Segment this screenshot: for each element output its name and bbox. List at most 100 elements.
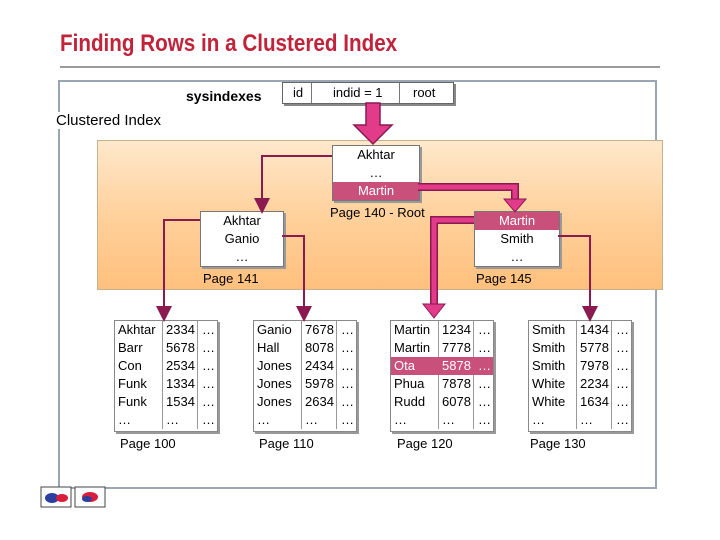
page-title: Finding Rows in a Clustered Index xyxy=(60,30,398,57)
leaf-cell: Rudd xyxy=(394,394,426,409)
leaf-cell: … xyxy=(202,340,215,355)
leaf-cell: … xyxy=(202,394,215,409)
leaf-cell: … xyxy=(202,376,215,391)
leaf-cell: 2234 xyxy=(580,376,609,391)
leaf-cell: … xyxy=(616,394,629,409)
leaf-cell: … xyxy=(616,376,629,391)
page-141-row: … xyxy=(235,249,249,264)
leaf-cell: 5878 xyxy=(442,358,471,373)
leaf-cell: … xyxy=(478,394,491,409)
leaf-cell: Smith xyxy=(532,322,566,337)
root-page-label: Page 140 - Root xyxy=(330,205,425,220)
page-145-row-highlighted: Martin xyxy=(475,212,559,230)
sysindexes-col-id: id xyxy=(293,85,304,100)
leaf-cell: 2434 xyxy=(305,358,334,373)
title-rule xyxy=(60,66,660,68)
leaf-cell: 7978 xyxy=(580,358,609,373)
leaf-cell: … xyxy=(616,322,629,337)
leaf-cell: 7678 xyxy=(305,322,334,337)
leaf-cell: 7778 xyxy=(442,340,471,355)
leaf-cell: … xyxy=(202,412,215,427)
leaf-cell: 1334 xyxy=(166,376,195,391)
leaf-cell: … xyxy=(478,358,491,373)
leaf-cell: … xyxy=(580,412,593,427)
leaf-cell: Jones xyxy=(257,394,292,409)
leaf-cell: Phua xyxy=(394,376,425,391)
sysindexes-row: id indid = 1 root xyxy=(282,82,454,104)
page-141-row: Ganio xyxy=(224,231,260,246)
page-145-row: Smith xyxy=(500,231,534,246)
connector-line xyxy=(254,155,332,214)
leaf-cell: 7878 xyxy=(442,376,471,391)
leaf-cell: … xyxy=(442,412,455,427)
root-pointer-arrow xyxy=(352,102,394,146)
search-path-arrow xyxy=(430,216,474,305)
leaf-cell: … xyxy=(341,358,354,373)
leaf-cell: Smith xyxy=(532,358,566,373)
leaf-page-label: Page 120 xyxy=(397,436,453,451)
leaf-page-label: Page 100 xyxy=(120,436,176,451)
root-row: … xyxy=(369,165,383,180)
page-145-node: Martin Smith … xyxy=(474,211,560,267)
leaf-cell: … xyxy=(478,412,491,427)
leaf-cell: … xyxy=(202,358,215,373)
leaf-cell: … xyxy=(118,412,131,427)
leaf-cell: … xyxy=(341,394,354,409)
page-141-label: Page 141 xyxy=(203,271,259,286)
leaf-cell: 1534 xyxy=(166,394,195,409)
search-path-arrow xyxy=(418,184,518,200)
search-path-arrowhead xyxy=(421,303,447,319)
leaf-cell: Jones xyxy=(257,358,292,373)
leaf-cell: 1434 xyxy=(580,322,609,337)
leaf-cell: White xyxy=(532,394,566,409)
root-row: Akhtar xyxy=(357,147,395,162)
leaf-cell: 1234 xyxy=(442,322,471,337)
leaf-cell: Barr xyxy=(118,340,143,355)
leaf-cell: 5978 xyxy=(305,376,334,391)
leaf-cell: Jones xyxy=(257,376,292,391)
leaf-cell: … xyxy=(478,340,491,355)
leaf-cell: Con xyxy=(118,358,142,373)
leaf-cell: Hall xyxy=(257,340,280,355)
leaf-cell: Akhtar xyxy=(118,322,156,337)
page-145-label: Page 145 xyxy=(476,271,532,286)
connector-line xyxy=(156,219,200,322)
sysindexes-col-root: root xyxy=(413,85,436,100)
leaf-cell: Martin xyxy=(394,322,431,337)
page-141-row: Akhtar xyxy=(223,213,261,228)
leaf-page-label: Page 130 xyxy=(530,436,586,451)
sysindexes-label: sysindexes xyxy=(186,88,262,104)
leaf-cell: … xyxy=(394,412,407,427)
leaf-cell: … xyxy=(305,412,318,427)
leaf-cell: … xyxy=(202,322,215,337)
leaf-cell: Ganio xyxy=(257,322,292,337)
leaf-cell: … xyxy=(257,412,270,427)
leaf-cell: … xyxy=(341,340,354,355)
connector-line xyxy=(558,235,598,322)
leaf-cell: … xyxy=(532,412,545,427)
leaf-cell: … xyxy=(341,322,354,337)
leaf-cell: 5778 xyxy=(580,340,609,355)
clustered-index-label: Clustered Index xyxy=(52,112,166,129)
leaf-cell: … xyxy=(478,376,491,391)
leaf-cell: 8078 xyxy=(305,340,334,355)
root-page-node: Akhtar … Martin xyxy=(332,145,420,201)
connector-line xyxy=(282,235,312,322)
leaf-cell: … xyxy=(341,376,354,391)
leaf-cell: Funk xyxy=(118,376,147,391)
leaf-cell: … xyxy=(166,412,179,427)
leaf-cell: 2334 xyxy=(166,322,195,337)
search-path-arrow xyxy=(431,217,474,305)
leaf-cell: 5678 xyxy=(166,340,195,355)
leaf-cell: Funk xyxy=(118,394,147,409)
search-path-arrowhead xyxy=(502,198,528,213)
leaf-cell: … xyxy=(478,322,491,337)
leaf-page-label: Page 110 xyxy=(259,436,314,451)
leaf-cell: … xyxy=(341,412,354,427)
leaf-cell: 2634 xyxy=(305,394,334,409)
